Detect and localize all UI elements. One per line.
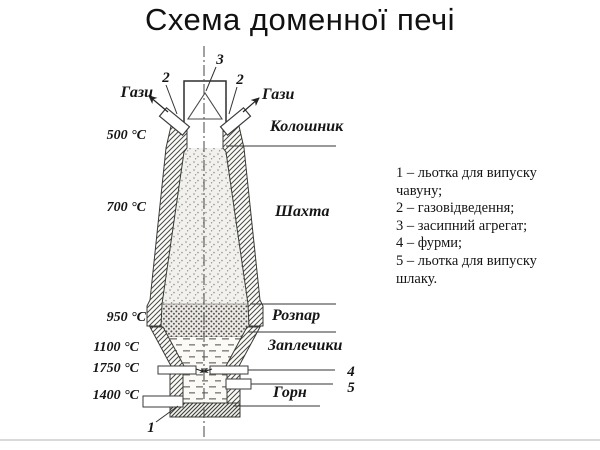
charging-box xyxy=(183,80,227,122)
temp-1750: 1750 °C xyxy=(93,361,140,376)
legend-item-4: 4 – фурми; xyxy=(396,235,463,252)
furnace-charge-fills xyxy=(160,148,250,403)
iron-notch xyxy=(142,395,184,408)
callout-2-left-leader xyxy=(165,84,178,115)
temp-950: 950 °C xyxy=(107,310,147,325)
zone-label-hearth: Горн xyxy=(272,384,307,401)
zone-label-shaft: Шахта xyxy=(274,203,329,220)
zone-label-throat: Колошник xyxy=(269,118,344,135)
callout-3: 3 xyxy=(215,52,224,68)
notches xyxy=(142,378,252,423)
diagram-text: 3 2 2 Гази Гази Колошник Шахта Розпар За… xyxy=(93,52,356,436)
temp-1100: 1100 °C xyxy=(93,340,139,355)
slide-bottom-edge xyxy=(0,439,600,441)
belly-burden-fill xyxy=(160,303,250,338)
callout-2-right: 2 xyxy=(235,72,244,88)
callout-3-leader xyxy=(205,66,217,92)
tuyere-left xyxy=(157,365,197,375)
furnace-walls xyxy=(146,125,264,418)
gas-label-right: Гази xyxy=(261,86,295,103)
zone-label-bosh: Заплечики xyxy=(267,337,343,354)
temp-500: 500 °C xyxy=(107,128,147,143)
charging-cone xyxy=(186,91,224,120)
shaft-burden-fill xyxy=(162,148,248,304)
callout-5: 5 xyxy=(347,380,355,396)
gas-arrow-left xyxy=(148,95,169,113)
gas-label-left: Гази xyxy=(120,84,154,101)
hearth-bottom-block xyxy=(169,402,241,418)
tuyere-right xyxy=(209,365,249,375)
gas-pipe-left xyxy=(158,106,191,137)
slag-notch xyxy=(225,378,252,390)
zone-label-belly: Розпар xyxy=(271,307,320,324)
page-title: Схема доменної печі xyxy=(144,2,456,37)
callout-2-left: 2 xyxy=(161,70,170,86)
callout-1: 1 xyxy=(147,420,155,436)
gas-offtakes xyxy=(148,84,260,137)
legend: 1 – льотка для випуску чавуну; 2 – газов… xyxy=(396,165,568,288)
legend-item-5: 5 – льотка для випуску шлаку. xyxy=(396,252,537,287)
callout-2-right-leader xyxy=(228,86,238,115)
legend-item-3: 3 – засипний агрегат; xyxy=(396,217,528,234)
callout-1-leader xyxy=(155,405,179,423)
reference-lines xyxy=(226,145,336,407)
legend-item-1: 1 – льотка для випуску чавуну; xyxy=(396,165,537,199)
wall-right-shaft xyxy=(222,125,264,327)
tuyeres xyxy=(157,365,249,375)
temp-700: 700 °C xyxy=(107,200,147,215)
gas-pipe-right xyxy=(219,106,252,137)
temp-1400: 1400 °C xyxy=(93,388,140,403)
gas-arrow-right xyxy=(242,97,260,113)
legend-item-2: 2 – газовідведення; xyxy=(396,200,515,217)
callout-4: 4 xyxy=(346,364,355,380)
wall-left-shaft xyxy=(146,125,188,327)
charging-apparatus xyxy=(183,66,227,122)
